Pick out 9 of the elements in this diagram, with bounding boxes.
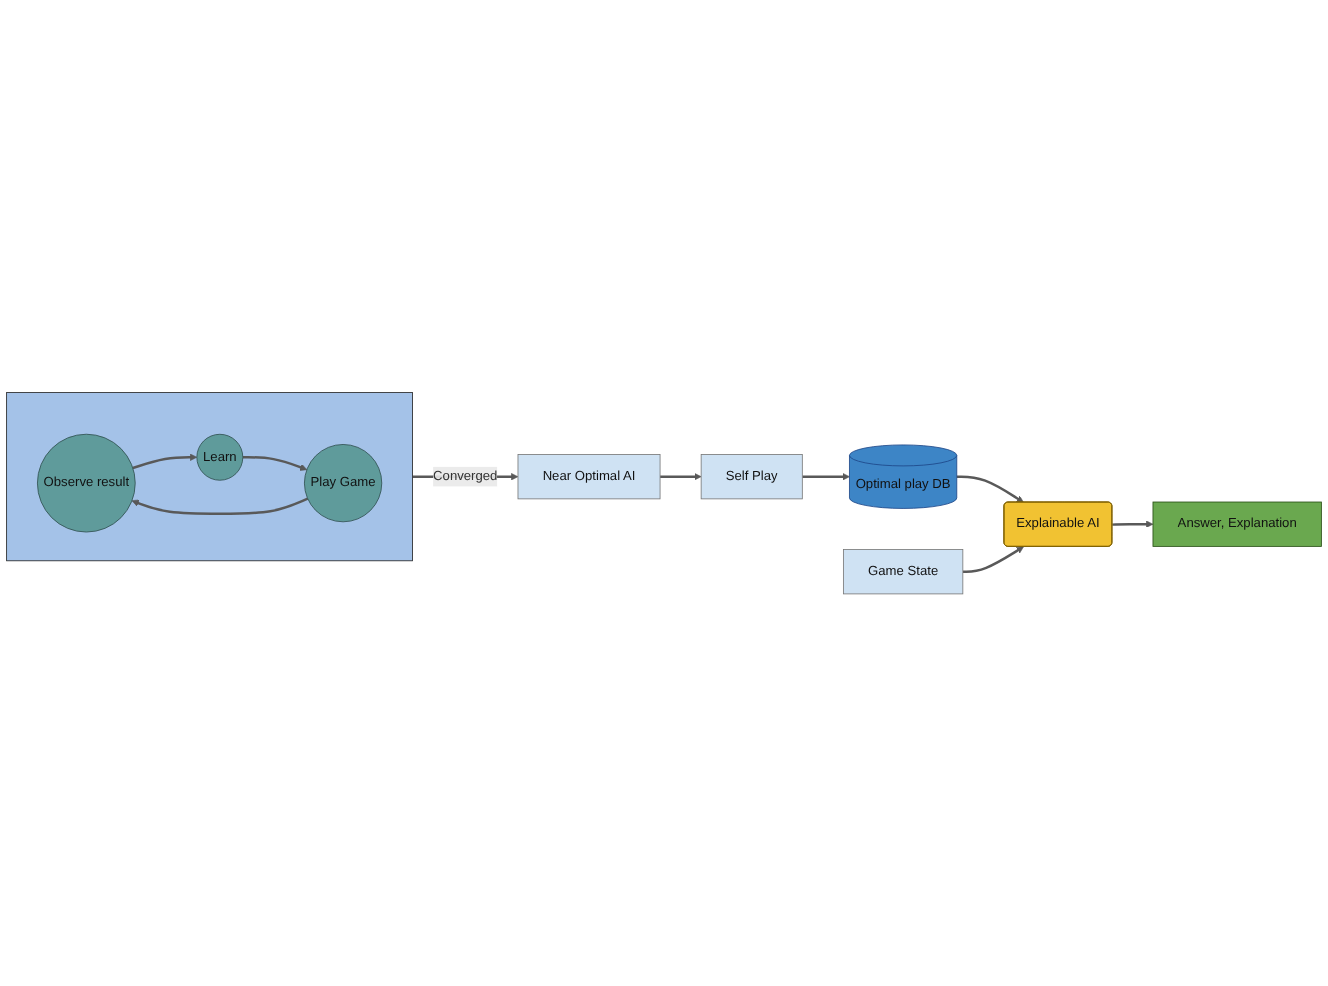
arrow <box>802 472 850 481</box>
arrow <box>132 453 198 469</box>
arrow <box>1112 520 1154 528</box>
arrow <box>131 497 309 515</box>
cluster <box>6 391 413 561</box>
arrow <box>660 472 702 481</box>
arrow <box>962 546 1024 573</box>
arrow <box>956 475 1024 503</box>
arrow <box>242 455 308 471</box>
